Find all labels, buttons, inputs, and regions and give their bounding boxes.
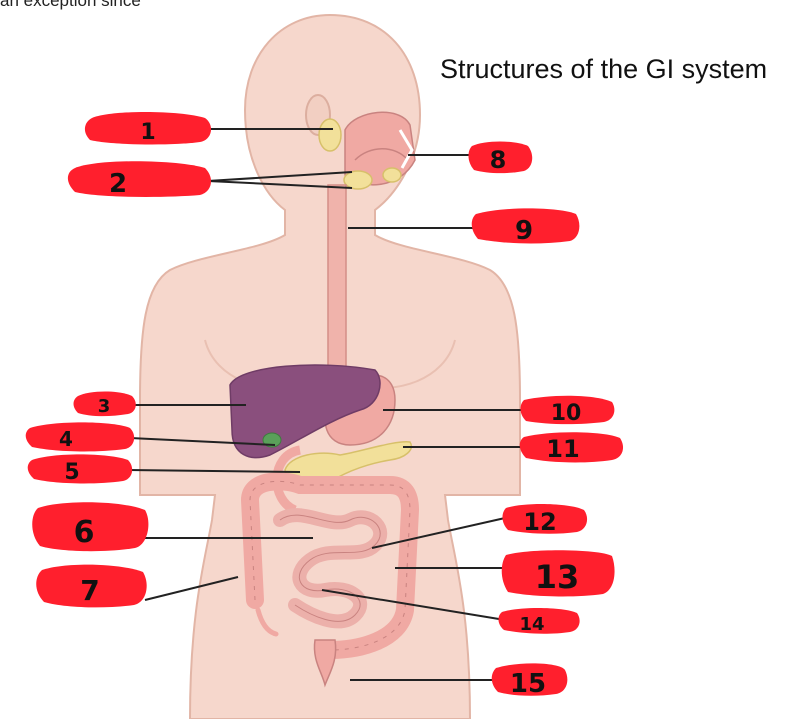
leader-lines bbox=[127, 128, 527, 681]
label-9: 9 bbox=[515, 216, 533, 246]
marker-13 bbox=[501, 550, 615, 597]
marker-7 bbox=[36, 564, 147, 608]
label-6: 6 bbox=[74, 515, 95, 550]
marker-6 bbox=[32, 502, 149, 552]
label-10: 10 bbox=[551, 401, 582, 426]
marker-3 bbox=[73, 391, 136, 417]
marker-12 bbox=[502, 504, 588, 534]
small-intestine-fold bbox=[279, 514, 381, 622]
label-numbers: 1 2 3 4 5 6 7 8 9 10 11 12 13 14 15 bbox=[59, 120, 581, 699]
label-3: 3 bbox=[98, 396, 111, 417]
top-cropped-text: an exception since bbox=[0, 0, 141, 10]
leader-line-2b bbox=[207, 180, 353, 189]
label-1: 1 bbox=[140, 120, 155, 145]
leader-line-4 bbox=[129, 437, 276, 446]
submandibular-gland bbox=[343, 170, 373, 190]
diagram-title: Structures of the GI system bbox=[440, 54, 768, 84]
rectum bbox=[313, 639, 337, 688]
marker-14 bbox=[498, 607, 580, 634]
oral-cavity bbox=[344, 111, 416, 186]
label-12: 12 bbox=[523, 508, 556, 536]
label-14: 14 bbox=[519, 614, 544, 635]
large-intestine-edge bbox=[249, 480, 411, 651]
marker-8 bbox=[468, 141, 533, 174]
label-15: 15 bbox=[510, 669, 546, 699]
marker-1 bbox=[84, 112, 212, 145]
marker-4 bbox=[25, 422, 135, 452]
salivary-glands bbox=[318, 118, 402, 190]
leader-line-5 bbox=[127, 469, 301, 473]
leader-line-7 bbox=[144, 576, 239, 601]
label-7: 7 bbox=[80, 574, 99, 607]
leader-line-2a bbox=[207, 171, 353, 182]
marker-2 bbox=[67, 161, 212, 197]
marker-5 bbox=[27, 454, 133, 484]
label-5: 5 bbox=[64, 460, 79, 485]
gallbladder bbox=[262, 432, 282, 448]
label-markers bbox=[25, 112, 624, 696]
marker-10 bbox=[520, 395, 615, 425]
label-13: 13 bbox=[535, 558, 580, 596]
parotid-gland bbox=[318, 118, 342, 152]
marker-15 bbox=[491, 663, 568, 696]
label-2: 2 bbox=[109, 169, 127, 199]
marker-9 bbox=[471, 208, 580, 244]
appendix bbox=[255, 607, 279, 637]
label-11: 11 bbox=[546, 435, 579, 463]
label-4: 4 bbox=[59, 427, 73, 451]
label-8: 8 bbox=[490, 146, 507, 174]
sublingual-gland bbox=[382, 167, 402, 183]
leader-line-12 bbox=[371, 517, 506, 549]
leader-line-14 bbox=[321, 589, 506, 621]
marker-11 bbox=[519, 432, 624, 463]
